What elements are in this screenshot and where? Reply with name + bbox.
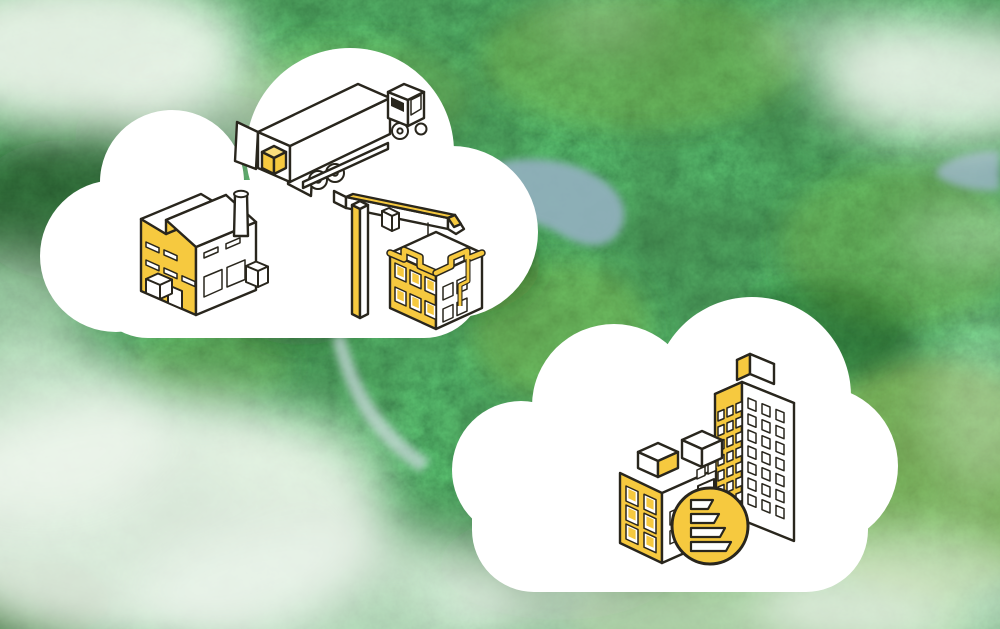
midrise-roof-box-1 <box>636 441 680 479</box>
truck-windshield <box>410 94 422 116</box>
truck-side-window <box>391 97 404 112</box>
midrise-roof-box-2 <box>680 429 724 469</box>
factory-big-window-1 <box>203 268 223 298</box>
buildings-energy-cloud <box>452 297 898 592</box>
truck-cab <box>386 82 426 128</box>
unfinished-edge <box>458 259 470 306</box>
crane-construction-icon <box>332 189 486 331</box>
energy-bars <box>689 498 733 553</box>
river-right-edge <box>936 150 1000 191</box>
energy-bar-2 <box>689 512 721 525</box>
energy-bar-3 <box>689 526 727 539</box>
energy-bar-4 <box>689 540 733 553</box>
factory-porch-right <box>245 260 269 288</box>
factory-icon <box>139 189 269 317</box>
factory-porch-left <box>145 272 173 300</box>
slab-edge-right <box>433 248 485 276</box>
slab-edge-left <box>387 247 439 276</box>
truck-chassis <box>301 141 390 190</box>
crane-mast <box>350 199 370 320</box>
river-bend <box>332 334 430 472</box>
energy-bar-1 <box>689 498 715 511</box>
tower-right-windows <box>747 397 785 520</box>
industry-logistics-cloud <box>40 48 538 338</box>
construction-building <box>386 230 486 331</box>
tower-penthouse <box>735 352 776 386</box>
delivery-truck-icon <box>233 82 428 198</box>
energy-rating-coin-icon <box>670 486 750 566</box>
factory-chimney <box>232 189 250 238</box>
truck-cargo-box <box>260 144 288 176</box>
crane-trolley-box <box>381 207 400 232</box>
